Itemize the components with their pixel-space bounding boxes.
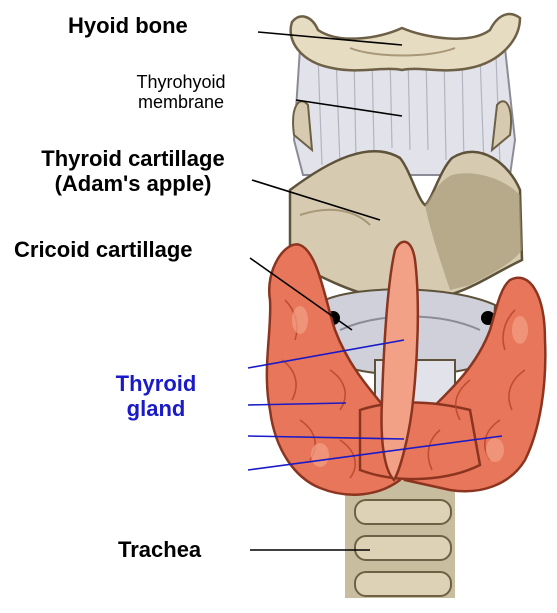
label-thyroid-cartilage: Thyroid cartillage (Adam's apple) (14, 147, 252, 196)
label-thyrohyoid-line1: Thyrohyoid (112, 72, 250, 92)
label-hyoid-bone: Hyoid bone (68, 14, 188, 39)
label-thyroid-gland: Thyroid gland (100, 372, 212, 421)
label-cricoid-cartilage: Cricoid cartillage (14, 238, 193, 263)
label-thyroid-cartilage-line2: (Adam's apple) (14, 172, 252, 197)
hyoid-bone (291, 14, 520, 70)
label-thyrohyoid-line2: membrane (112, 92, 250, 112)
label-thyroid-gland-line2: gland (100, 397, 212, 422)
thyroid-gland (267, 242, 545, 495)
label-thyroid-cartilage-line1: Thyroid cartillage (14, 147, 252, 172)
label-thyroid-gland-line1: Thyroid (100, 372, 212, 397)
label-trachea: Trachea (118, 538, 201, 563)
label-thyrohyoid-membrane: Thyrohyoid membrane (112, 72, 250, 112)
